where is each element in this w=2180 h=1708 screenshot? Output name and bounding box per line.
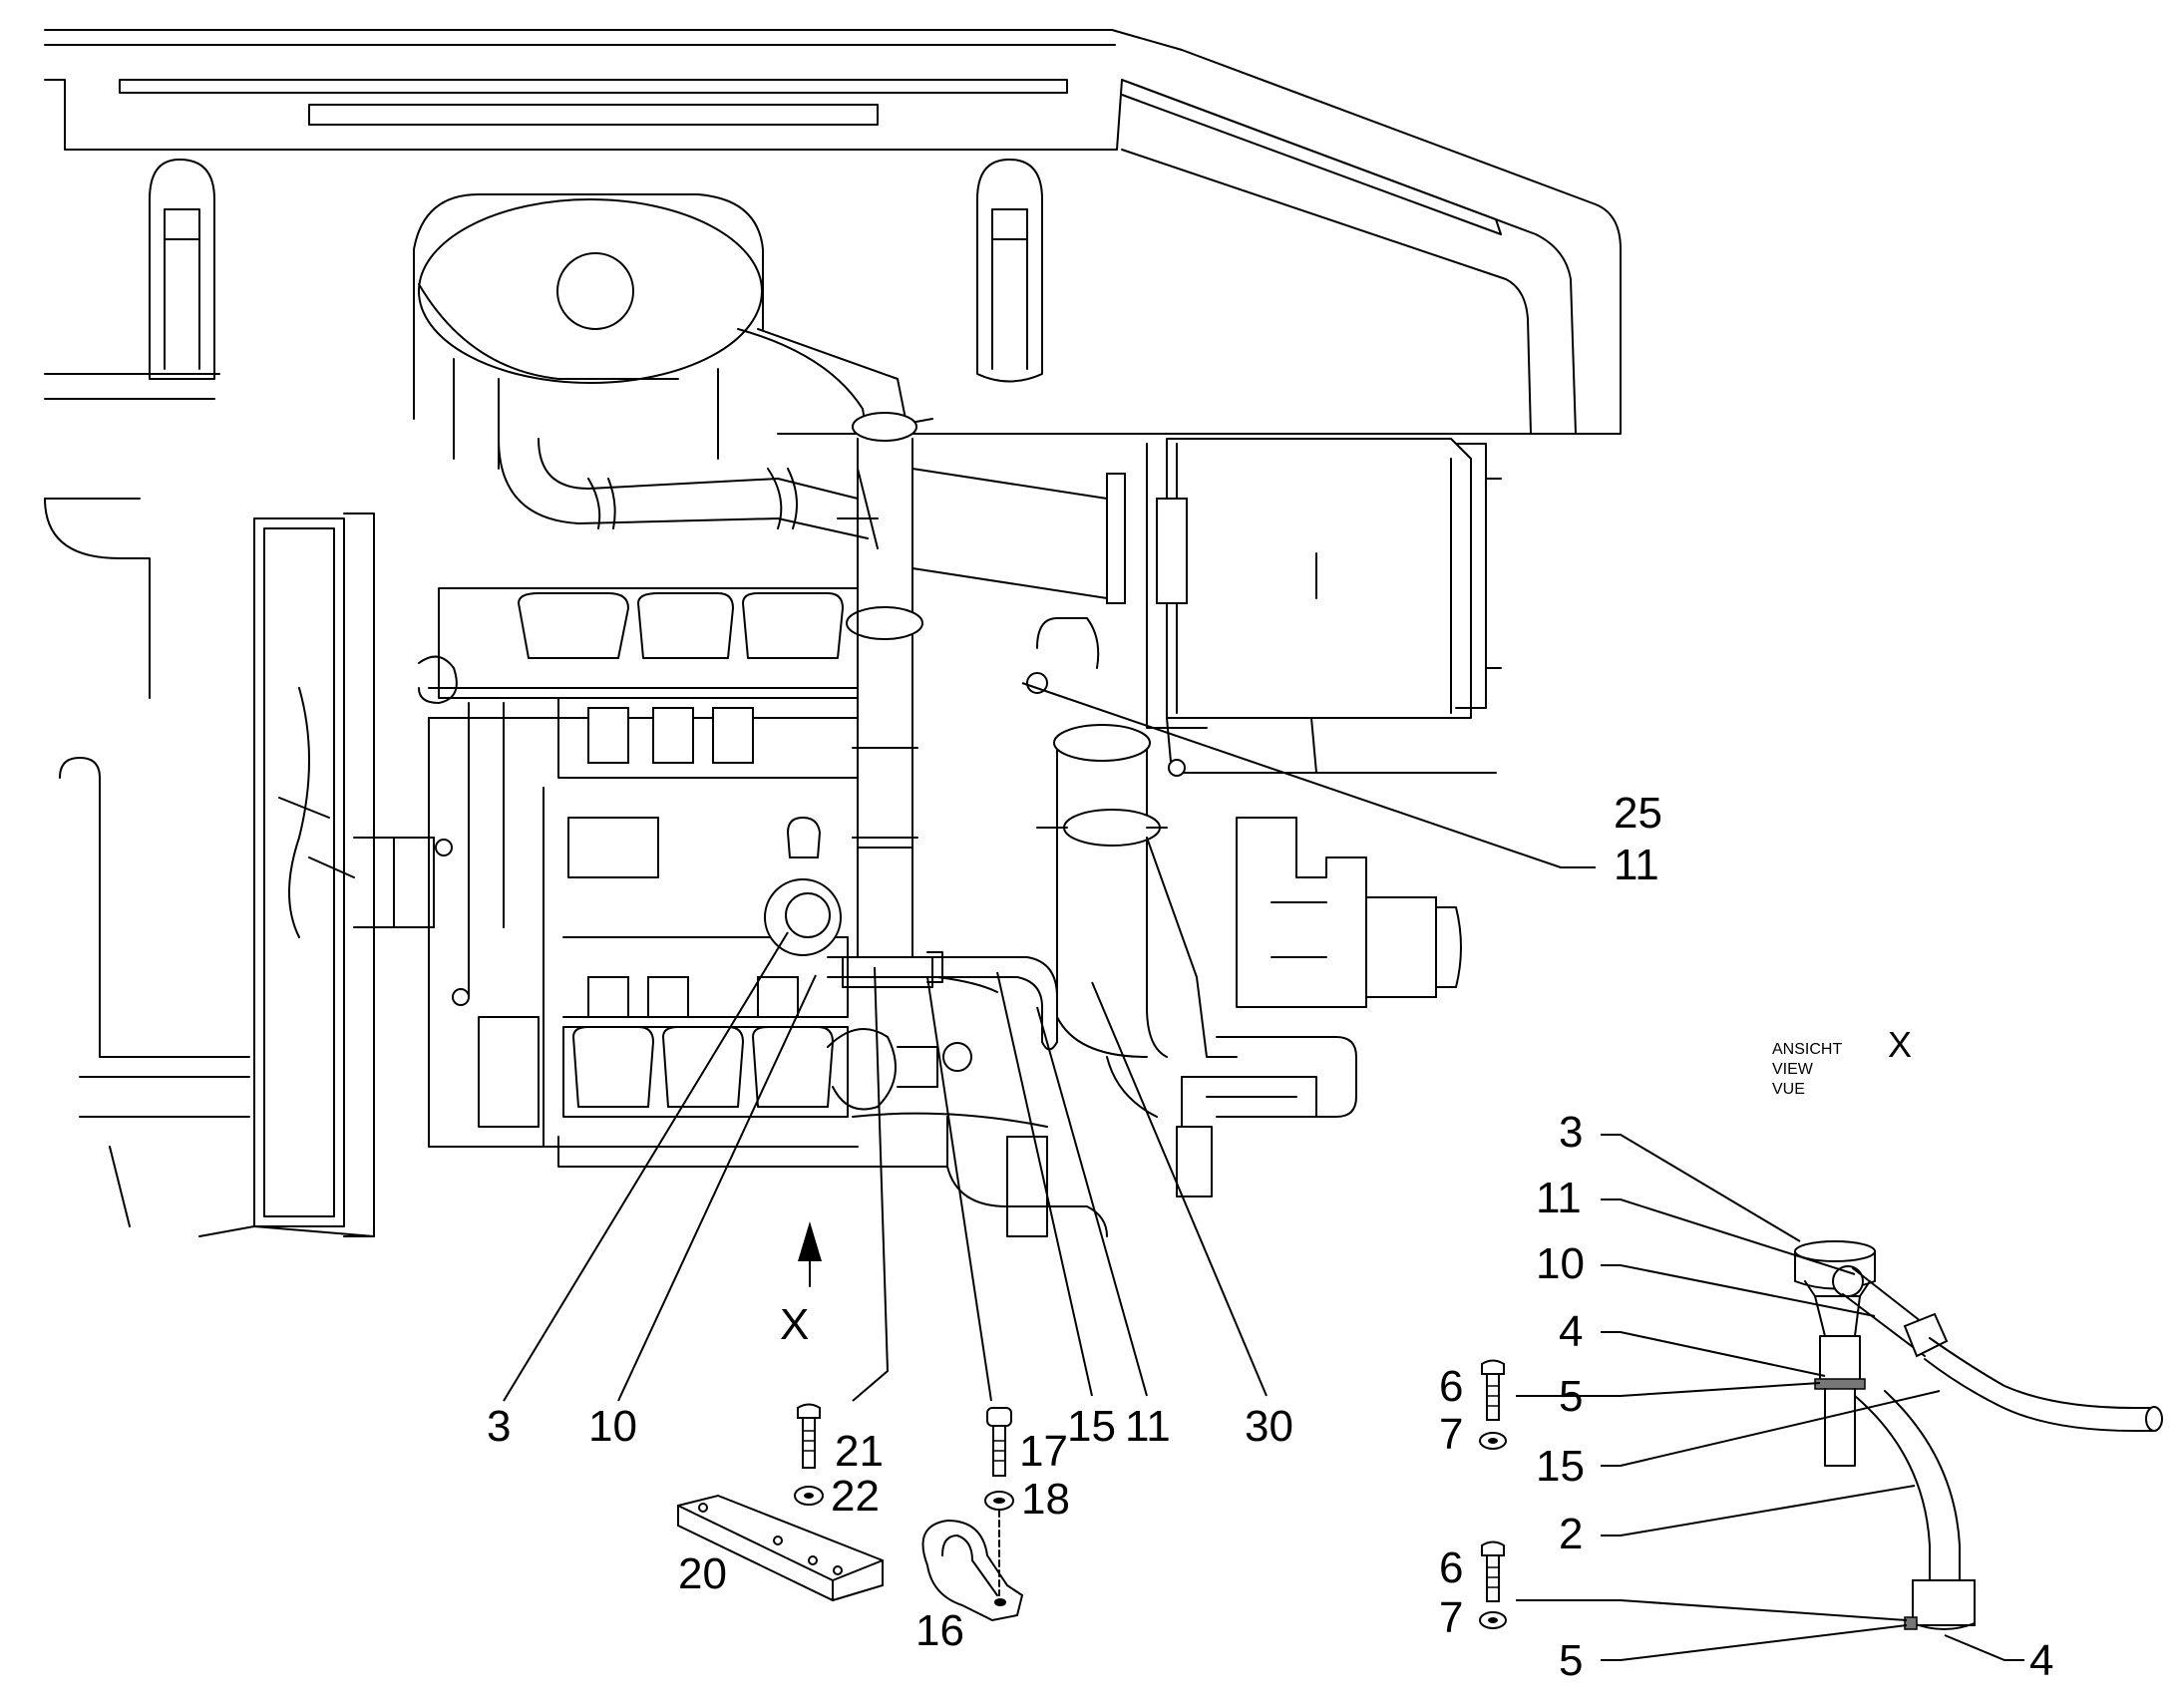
cab-roof-outline (44, 29, 1622, 435)
radiator-fan-assembly (44, 373, 435, 1237)
view-label-view: VIEW (1772, 1061, 1814, 1078)
bolt-6-top (1481, 1359, 1505, 1421)
plate-20 (677, 1494, 884, 1602)
callout-11: 11 (1125, 1402, 1171, 1451)
callout-18: 18 (1021, 1475, 1070, 1524)
detail-callout-11: 11 (1536, 1174, 1582, 1222)
callout-3: 3 (487, 1402, 511, 1451)
detail-callout-2: 2 (1559, 1510, 1583, 1558)
view-arrow-letter: X (780, 1300, 809, 1349)
callout-25: 25 (1614, 789, 1662, 838)
callout-21: 21 (835, 1427, 884, 1476)
callout-30: 30 (1245, 1402, 1293, 1451)
detail-callout-4-bottom: 4 (2029, 1636, 2053, 1685)
washer-22 (794, 1486, 824, 1506)
view-direction-arrow (798, 1221, 822, 1287)
hydraulic-pump (1206, 817, 1462, 1118)
clamp-16 (921, 1510, 1024, 1622)
callout-11-top: 11 (1614, 841, 1659, 889)
view-label-vue: VUE (1772, 1081, 1805, 1098)
bolt-6-bottom (1481, 1540, 1505, 1602)
frame-and-brackets (852, 1056, 1317, 1237)
leader-lines (503, 682, 2024, 1661)
washer-18 (984, 1491, 1014, 1511)
detail-callout-10: 10 (1536, 1239, 1585, 1288)
intake-hose (498, 438, 879, 549)
detail-callout-7-bottom: 7 (1439, 1593, 1463, 1642)
callout-15: 15 (1067, 1402, 1116, 1451)
engine-block (418, 587, 948, 1168)
view-label-letter: X (1888, 1024, 1912, 1065)
detail-callout-5-top: 5 (1559, 1372, 1583, 1421)
detail-callout-6-bottom: 6 (1439, 1543, 1463, 1592)
callout-17: 17 (1019, 1427, 1068, 1476)
hose-30 (1026, 617, 1238, 1058)
callout-16: 16 (915, 1606, 964, 1655)
detail-callout-7-top: 7 (1439, 1410, 1463, 1459)
washer-7-bottom (1479, 1611, 1507, 1629)
air-cleaner-box (911, 438, 1502, 774)
callout-20: 20 (678, 1549, 727, 1598)
detail-view-x (1794, 1240, 2163, 1630)
air-filter-housing (413, 193, 933, 470)
detail-callout-15: 15 (1536, 1442, 1585, 1491)
detail-callout-3: 3 (1559, 1108, 1583, 1157)
washer-7-top (1479, 1432, 1507, 1450)
turbocharger (764, 817, 972, 1111)
bolt-21 (797, 1403, 821, 1469)
detail-callout-6-top: 6 (1439, 1362, 1463, 1411)
callout-22: 22 (831, 1472, 880, 1521)
exhaust-stack (846, 412, 923, 958)
cab-pillars (149, 159, 1043, 383)
callout-10: 10 (588, 1402, 637, 1451)
detail-callout-5-bottom: 5 (1559, 1636, 1583, 1685)
view-label-ansicht: ANSICHT (1772, 1041, 1842, 1058)
screw-17 (986, 1407, 1012, 1477)
detail-callout-4-top: 4 (1559, 1307, 1583, 1356)
cooling-pipe-15 (827, 951, 1058, 1051)
